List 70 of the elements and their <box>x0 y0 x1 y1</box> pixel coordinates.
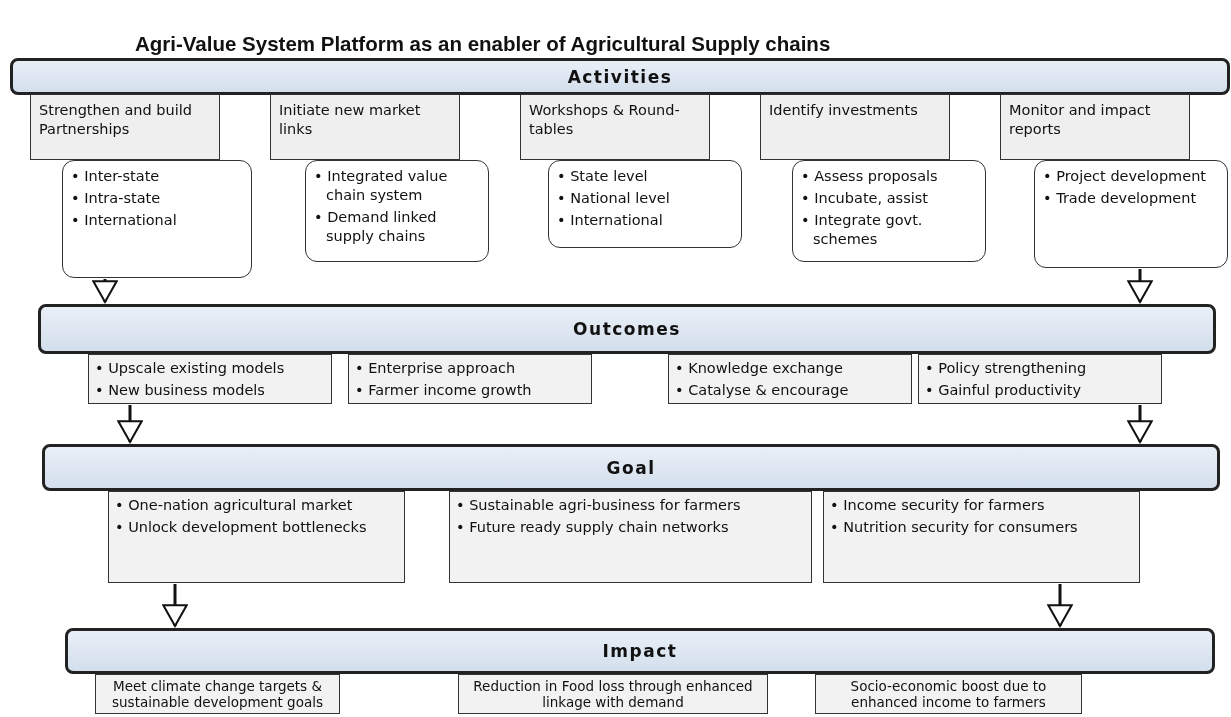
bullet-item: • Knowledge exchange <box>675 359 844 378</box>
bullet-item: • One-nation agricultural market <box>115 496 354 515</box>
block-arrow <box>1127 405 1153 444</box>
bullet-item: • State level <box>557 167 649 186</box>
activity-box <box>760 94 950 160</box>
diagram-title: Agri-Value System Platform as an enabler of Agricultural Supply chains <box>135 32 831 56</box>
impact-text: Socio-economic boost due to enhanced income to farmers <box>849 678 1048 710</box>
result-box <box>348 354 592 404</box>
result-box <box>918 354 1162 404</box>
activity-box <box>30 94 220 160</box>
activity-heading: Workshops & Round-tables <box>529 101 681 139</box>
impact-text: Reduction in Food loss through enhanced linkage with demand <box>472 678 754 710</box>
detail-box <box>1034 160 1228 268</box>
bullet-item: • National level <box>557 189 671 208</box>
section-band <box>10 58 1230 95</box>
bullet-item: • Incubate, assist <box>801 189 929 208</box>
section-band <box>65 628 1215 674</box>
activity-box <box>1000 94 1190 160</box>
bullet-item: • Assess proposals <box>801 167 939 186</box>
detail-box <box>548 160 742 248</box>
bullet-item: • Catalyse & encourage <box>675 381 850 400</box>
activity-heading: Identify investments <box>769 101 919 120</box>
bullet-item: • Demand linked supply chains <box>314 208 438 246</box>
activity-heading: Strengthen and build Partnerships <box>39 101 193 139</box>
bullet-item: • Intra-state <box>71 189 162 208</box>
detail-box <box>792 160 986 262</box>
bullet-item: • Trade development <box>1043 189 1198 208</box>
activity-box <box>520 94 710 160</box>
section-heading: Goal <box>606 457 656 478</box>
result-box <box>449 491 812 583</box>
block-arrow <box>117 405 143 444</box>
bullet-item: • Inter-state <box>71 167 161 186</box>
impact-box <box>815 674 1082 714</box>
bullet-item: • New business models <box>95 381 266 400</box>
section-heading: Impact <box>602 641 678 661</box>
bullet-item: • Integrate govt. schemes <box>801 211 924 249</box>
section-heading: Activities <box>567 66 673 87</box>
detail-box <box>305 160 489 262</box>
bullet-item: • Farmer income growth <box>355 381 533 400</box>
block-arrow <box>92 279 118 304</box>
result-box <box>108 491 405 583</box>
bullet-item: • Enterprise approach <box>355 359 517 378</box>
activity-heading: Monitor and impact reports <box>1009 101 1152 139</box>
impact-box <box>458 674 768 714</box>
bullet-item: • Gainful productivity <box>925 381 1083 400</box>
bullet-item: • Policy strengthening <box>925 359 1088 378</box>
bullet-item: • International <box>71 211 178 230</box>
section-band <box>42 444 1220 491</box>
bullet-item: • Integrated value chain system <box>314 167 449 205</box>
section-band <box>38 304 1216 354</box>
bullet-item: • Future ready supply chain networks <box>456 518 730 537</box>
section-heading: Outcomes <box>573 319 681 339</box>
bullet-item: • International <box>557 211 664 230</box>
result-box <box>823 491 1140 583</box>
block-arrow <box>1127 269 1153 304</box>
result-box <box>88 354 332 404</box>
bullet-item: • Project development <box>1043 167 1208 186</box>
detail-box <box>62 160 252 278</box>
impact-text: Meet climate change targets & sustainable development goals <box>111 678 324 710</box>
bullet-item: • Unlock development bottlenecks <box>115 518 368 537</box>
activity-heading: Initiate new market links <box>279 101 422 139</box>
bullet-item: • Income security for farmers <box>830 496 1046 515</box>
block-arrow <box>1047 584 1073 628</box>
bullet-item: • Sustainable agri-business for farmers <box>456 496 742 515</box>
impact-box <box>95 674 340 714</box>
bullet-item: • Upscale existing models <box>95 359 286 378</box>
activity-box <box>270 94 460 160</box>
bullet-item: • Nutrition security for consumers <box>830 518 1079 537</box>
block-arrow <box>162 584 188 628</box>
result-box <box>668 354 912 404</box>
